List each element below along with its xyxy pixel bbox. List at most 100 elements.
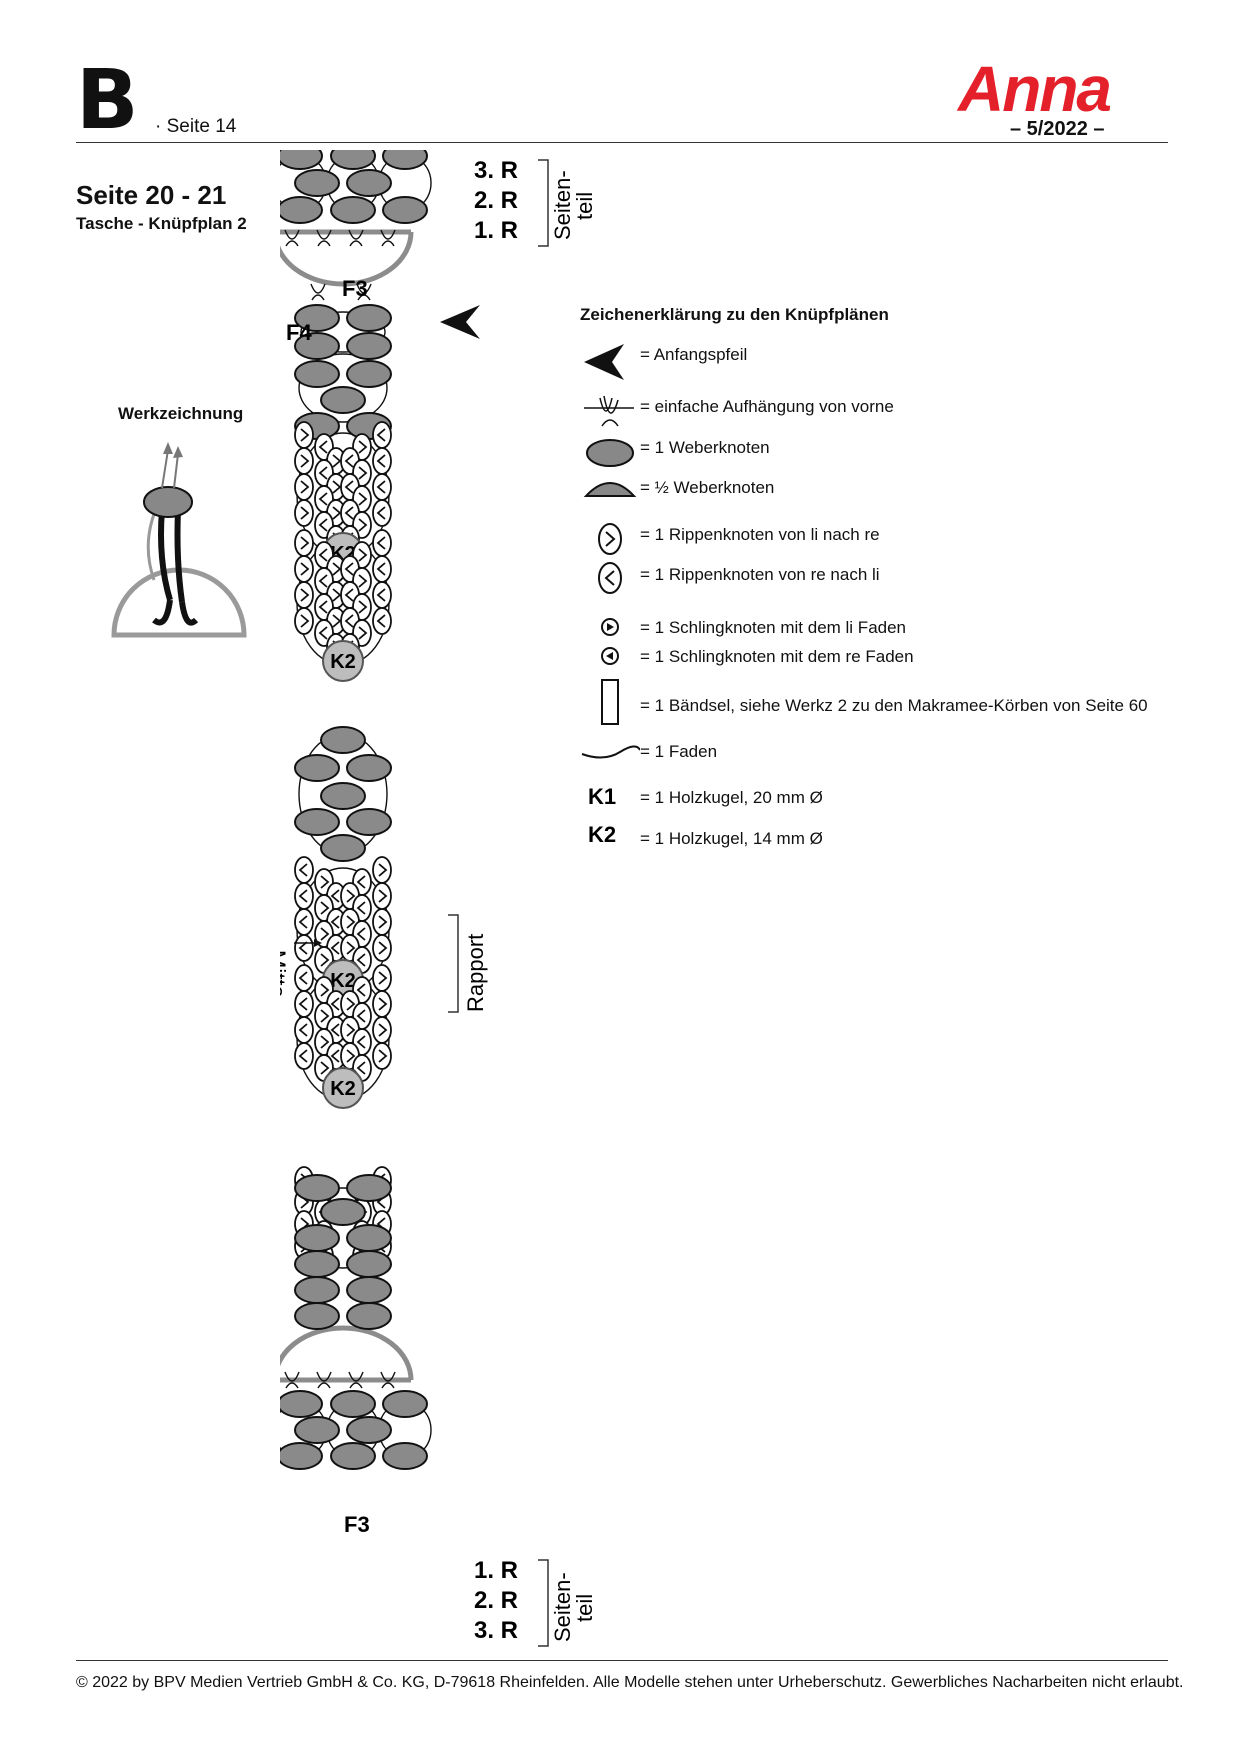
bead-label: K2 xyxy=(330,970,356,992)
rippenknoten-arrow xyxy=(346,997,356,1011)
f4-label: F4 xyxy=(286,320,312,345)
rippenknoten-arrow xyxy=(378,1049,388,1063)
rippenknoten-arrow xyxy=(300,506,310,520)
hanging xyxy=(311,294,325,301)
rippenknoten-arrow xyxy=(378,889,388,903)
rippenknoten xyxy=(372,908,392,936)
rippenknoten-arrow xyxy=(298,1049,308,1063)
rippenknoten-arrow xyxy=(356,1009,366,1023)
legend-item-half-weberknoten: = ½ Weberknoten xyxy=(640,478,775,497)
ring-arc xyxy=(280,231,414,287)
rippenknoten-arrow xyxy=(376,428,386,442)
rippenknoten-arrow xyxy=(318,492,328,506)
rippenknoten xyxy=(294,555,314,583)
weberknoten xyxy=(280,1390,323,1418)
rippenknoten xyxy=(372,1042,392,1070)
rippenknoten xyxy=(372,934,392,962)
rippenknoten-arrow xyxy=(358,548,368,562)
weberknoten xyxy=(320,386,366,414)
hanging xyxy=(285,1382,299,1389)
weberknoten-icon xyxy=(586,439,634,467)
weberknoten xyxy=(382,150,428,170)
rippenknoten xyxy=(372,856,392,884)
weberknoten xyxy=(346,1250,392,1278)
rippenknoten-arrow xyxy=(378,941,388,955)
rippenknoten-arrow xyxy=(358,518,368,532)
rippenknoten-arrow xyxy=(332,480,342,494)
hanging xyxy=(357,294,371,301)
hanging xyxy=(356,283,372,294)
weberknoten xyxy=(280,196,323,224)
brand-logo: Anna xyxy=(958,53,1112,125)
rippenknoten-arrow xyxy=(378,863,388,877)
weberknoten xyxy=(280,1442,323,1470)
rippenknoten-arrow xyxy=(376,536,386,550)
rippenknoten-arrow xyxy=(318,574,328,588)
rippenknoten-arrow xyxy=(318,600,328,614)
rippenknoten-arrow xyxy=(378,997,388,1011)
rippenknoten-arrow xyxy=(300,480,310,494)
rippenknoten-arrow xyxy=(358,466,368,480)
rippenknoten-arrow xyxy=(344,506,354,520)
rippenknoten-arrow xyxy=(320,901,330,915)
hanging xyxy=(284,229,300,240)
baendsel-icon xyxy=(601,679,619,725)
hanging-icon xyxy=(584,395,634,427)
rippenknoten-arrow xyxy=(298,915,308,929)
rippenknoten-arrow xyxy=(330,1023,340,1037)
mitte-label: Mitte xyxy=(280,950,290,998)
rippenknoten-arrow xyxy=(346,915,356,929)
rippenknoten-arrow xyxy=(376,614,386,628)
header-rule xyxy=(76,142,1168,143)
weberknoten xyxy=(294,1224,340,1252)
weberknoten xyxy=(294,304,340,332)
rippenknoten-arrow xyxy=(332,562,342,576)
schlingknoten-right-icon xyxy=(601,647,619,665)
weberknoten xyxy=(346,754,392,782)
rippenknoten xyxy=(372,473,392,501)
rippenknoten-arrow xyxy=(356,983,366,997)
rippenknoten-arrow xyxy=(330,915,340,929)
rippenknoten xyxy=(372,882,392,910)
weberknoten xyxy=(320,1198,366,1226)
rippenknoten-arrow xyxy=(378,1023,388,1037)
rippenknoten xyxy=(294,1042,314,1070)
legend-symbols: K1 K2 xyxy=(581,344,640,847)
row-label-bottom-3: 3. R xyxy=(474,1617,518,1644)
rippenknoten xyxy=(294,908,314,936)
rippenknoten xyxy=(294,473,314,501)
weberknoten xyxy=(320,782,366,810)
rippenknoten xyxy=(372,1016,392,1044)
rippenknoten xyxy=(372,964,392,992)
legend-item-k1: = 1 Holzkugel, 20 mm Ø xyxy=(640,788,823,807)
rippenknoten-arrow xyxy=(298,889,308,903)
hanging xyxy=(349,1382,363,1389)
rippenknoten-arrow xyxy=(320,1009,330,1023)
weberknoten xyxy=(346,1224,392,1252)
rippenknoten-arrow xyxy=(358,600,368,614)
rippenknoten xyxy=(294,607,314,635)
bead-label: K2 xyxy=(330,651,356,673)
rippenknoten-arrow xyxy=(344,562,354,576)
rippenknoten-arrow xyxy=(318,518,328,532)
hanging xyxy=(348,1371,364,1382)
knot-icon xyxy=(143,486,193,518)
rippenknoten xyxy=(372,581,392,609)
rippenknoten xyxy=(294,856,314,884)
page-reference: Seite 20 - 21 xyxy=(76,180,227,210)
hanging xyxy=(316,229,332,240)
weberknoten xyxy=(346,1302,392,1330)
rippenknoten-arrow xyxy=(356,901,366,915)
rippenknoten-arrow xyxy=(356,875,366,889)
hanging xyxy=(310,283,326,294)
rippenknoten-arrow xyxy=(320,983,330,997)
rippenknoten-arrow xyxy=(320,953,330,967)
weberknoten xyxy=(330,1390,376,1418)
rippenknoten-arrow xyxy=(346,889,356,903)
f3-top-label: F3 xyxy=(342,276,368,301)
rippenknoten xyxy=(294,882,314,910)
legend-item-rippen-lr: = 1 Rippenknoten von li nach re xyxy=(640,525,880,544)
hanging xyxy=(285,240,299,247)
rippenknoten-left-icon xyxy=(598,562,622,594)
rippenknoten-arrow xyxy=(332,614,342,628)
